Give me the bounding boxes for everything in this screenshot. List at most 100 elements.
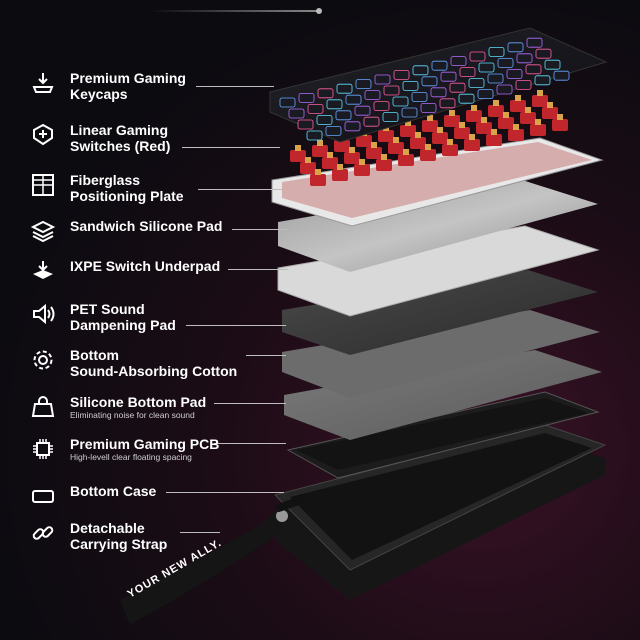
switch-housing xyxy=(410,137,426,149)
keycap xyxy=(288,108,305,119)
keycap xyxy=(515,80,532,90)
switch-stem xyxy=(547,102,553,108)
label-keycaps-line2: Keycaps xyxy=(70,86,128,102)
switch-housing xyxy=(398,154,414,166)
leader-line-silicone xyxy=(214,403,286,404)
switch-housing xyxy=(464,139,480,151)
keycap xyxy=(468,78,485,88)
switch-stem xyxy=(503,112,509,118)
switch-stem xyxy=(393,137,399,143)
switch-housing xyxy=(466,110,482,122)
keycap xyxy=(412,65,429,76)
keycap xyxy=(411,92,428,102)
label-pcb: Premium Gaming PCB High-levell clear flo… xyxy=(30,436,219,463)
keycaps-layer xyxy=(269,27,608,143)
switch-stem xyxy=(537,90,543,96)
switches-layer xyxy=(290,90,568,186)
bag-icon xyxy=(30,394,56,420)
keycap xyxy=(449,82,466,93)
keycap xyxy=(459,67,476,77)
keycap xyxy=(430,87,447,98)
keycap xyxy=(364,90,381,100)
switch-housing xyxy=(542,107,558,119)
switch-housing xyxy=(510,100,526,112)
label-sandwich: Sandwich Silicone Pad xyxy=(30,218,222,244)
keycap xyxy=(420,103,437,113)
keycap xyxy=(298,93,315,103)
switch-stem xyxy=(493,100,499,106)
label-switches: Linear Gaming Switches (Red) xyxy=(30,122,170,154)
keycap xyxy=(345,94,362,105)
keycap xyxy=(488,47,505,57)
top-decor-dot xyxy=(316,8,322,14)
keycap xyxy=(506,69,523,79)
keycap xyxy=(450,56,467,66)
gear-icon xyxy=(30,347,56,373)
label-ixpe: IXPE Switch Underpad xyxy=(30,258,220,284)
label-pet-line2: Dampening Pad xyxy=(70,317,176,333)
label-case-line1: Bottom Case xyxy=(70,483,157,499)
switch-housing xyxy=(332,169,348,181)
switch-housing xyxy=(312,145,328,157)
switch-stem xyxy=(447,139,453,145)
keycap xyxy=(534,75,551,86)
switch-housing xyxy=(334,140,350,152)
label-switches-line1: Linear Gaming xyxy=(70,122,169,138)
keycap xyxy=(316,115,333,125)
switch-housing xyxy=(356,135,372,147)
switch-stem xyxy=(525,107,531,113)
keycap-press-icon xyxy=(30,70,56,96)
switch-stem xyxy=(515,95,521,101)
plate-grid-icon xyxy=(30,172,56,198)
switch-housing xyxy=(400,125,416,137)
label-strap-line2: Carrying Strap xyxy=(70,536,168,552)
keycap xyxy=(392,96,409,107)
case-icon xyxy=(30,483,56,509)
switch-housing xyxy=(552,119,568,131)
switch-housing xyxy=(454,127,470,139)
switch-housing xyxy=(420,149,436,161)
switch-stem xyxy=(481,117,487,123)
keycap xyxy=(553,70,570,81)
label-cotton-line2: Sound-Absorbing Cotton xyxy=(70,363,238,379)
bottom-case-layer xyxy=(274,424,607,600)
label-pcb-line1: Premium Gaming PCB xyxy=(70,436,220,452)
switch-icon xyxy=(30,122,56,148)
switch-stem xyxy=(403,149,409,155)
label-sandwich-line1: Sandwich Silicone Pad xyxy=(70,218,223,234)
switch-stem xyxy=(317,140,323,146)
keycap xyxy=(307,104,324,114)
switch-stem xyxy=(437,127,443,133)
switch-stem xyxy=(469,134,475,140)
switch-housing xyxy=(508,129,524,141)
switch-housing xyxy=(290,150,306,162)
switch-stem xyxy=(315,169,321,175)
switch-stem xyxy=(359,159,365,165)
switch-housing xyxy=(442,144,458,156)
switch-stem xyxy=(327,152,333,158)
switch-housing xyxy=(530,124,546,136)
leader-line-pcb xyxy=(214,443,286,444)
leader-line-cotton xyxy=(246,355,286,356)
switch-stem xyxy=(557,114,563,120)
switch-housing xyxy=(486,134,502,146)
keycap xyxy=(525,64,542,75)
keycap xyxy=(544,59,561,70)
keycap xyxy=(297,119,314,130)
keycap xyxy=(478,62,495,73)
label-silicone-pad: Silicone Bottom Pad Eliminating noise fo… xyxy=(30,394,206,421)
cotton-layer xyxy=(282,310,600,398)
switch-housing xyxy=(498,117,514,129)
keycap xyxy=(496,84,513,95)
leader-line-case xyxy=(166,492,284,493)
keycap xyxy=(317,88,334,99)
switch-housing xyxy=(310,174,326,186)
switch-stem xyxy=(405,120,411,126)
silicone-bottom-pad-layer xyxy=(284,350,602,440)
switch-housing xyxy=(444,115,460,127)
switch-stem xyxy=(535,119,541,125)
keycap xyxy=(431,60,448,71)
label-pcb-subtitle: High-levell clear floating spacing xyxy=(70,452,192,462)
keycap xyxy=(401,107,418,118)
